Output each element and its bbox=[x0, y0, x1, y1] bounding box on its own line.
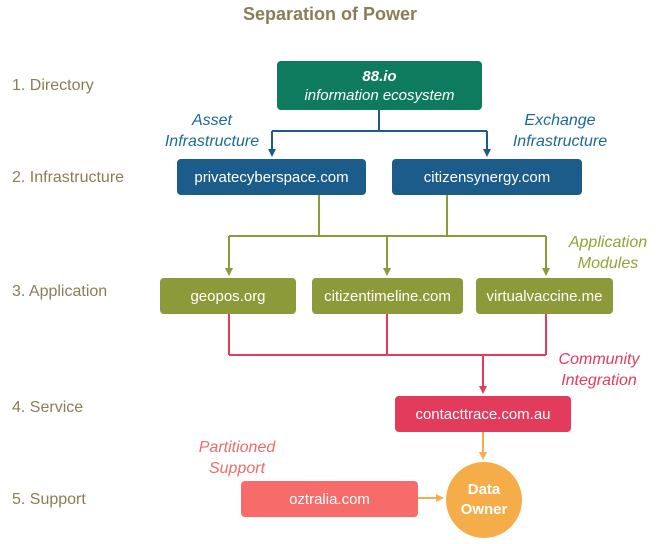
annotation-asset-infrastructure: Asset Infrastructure bbox=[164, 112, 260, 150]
directory-to-infrastructure-connector bbox=[268, 110, 491, 157]
tier-label-directory: 1. Directory bbox=[12, 77, 94, 94]
annotation-application-modules: Application Modules bbox=[568, 234, 648, 272]
service-node-contacttrace[interactable]: contacttrace.com.au bbox=[395, 396, 571, 432]
infrastructure-node-privatecyberspace[interactable]: privatecyberspace.com bbox=[177, 159, 366, 195]
directory-node-name: 88.io bbox=[362, 67, 397, 85]
application-node-citizentimeline[interactable]: citizentimeline.com bbox=[312, 278, 463, 314]
data-owner-line1: Data bbox=[467, 481, 501, 498]
data-owner-node[interactable]: Data Owner bbox=[446, 462, 522, 538]
application-node-geopos[interactable]: geopos.org bbox=[160, 278, 296, 314]
tier-label-infrastructure: 2. Infrastructure bbox=[12, 169, 125, 186]
directory-node-description: information ecosystem bbox=[304, 86, 455, 104]
service-to-owner-connector bbox=[418, 432, 487, 502]
infrastructure-to-application-connector bbox=[225, 195, 550, 276]
tier-label-service: 4. Service bbox=[12, 399, 84, 416]
annotation-partitioned-support: Partitioned Support bbox=[198, 439, 276, 477]
data-owner-line2: Owner bbox=[460, 501, 508, 518]
annotation-exchange-infrastructure: Exchange Infrastructure bbox=[512, 112, 608, 150]
diagram-title: Separation of Power bbox=[242, 4, 418, 24]
directory-node-88-io[interactable]: 88.io information ecosystem bbox=[277, 61, 482, 110]
annotation-community-integration: Community Integration bbox=[558, 351, 640, 389]
tier-label-support: 5. Support bbox=[12, 491, 86, 508]
support-node-oztralia[interactable]: oztralia.com bbox=[241, 481, 418, 517]
tier-label-application: 3. Application bbox=[12, 283, 108, 300]
infrastructure-node-citizensynergy[interactable]: citizensynergy.com bbox=[392, 159, 582, 195]
application-to-service-connector bbox=[228, 314, 547, 394]
application-node-virtualvaccine[interactable]: virtualvaccine.me bbox=[476, 278, 613, 314]
